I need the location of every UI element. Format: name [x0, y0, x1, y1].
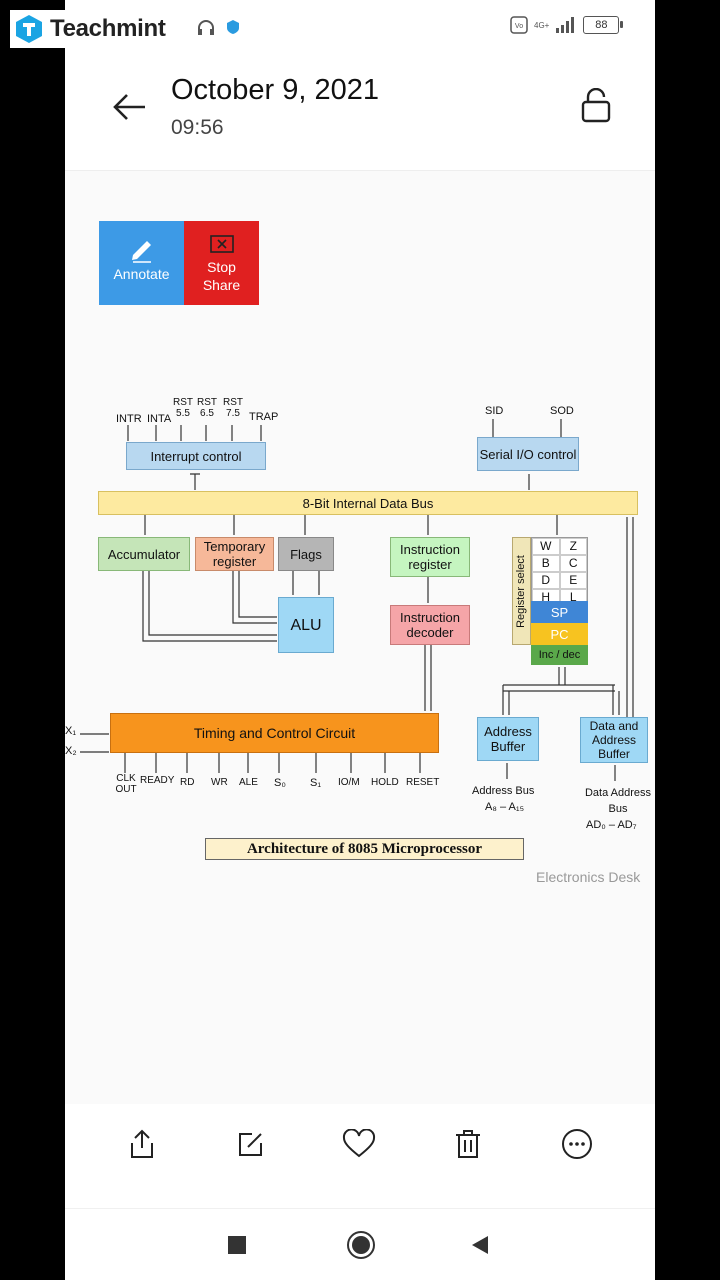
- trash-icon: [456, 1130, 480, 1158]
- data-address-buffer-block: Data and Address Buffer: [580, 717, 648, 763]
- status-left-icons: [196, 18, 240, 36]
- edit-icon: [239, 1133, 262, 1156]
- inta-label: INTA: [147, 413, 172, 425]
- incdec-register: Inc / dec: [531, 645, 588, 665]
- signal-ready: READY: [140, 775, 175, 786]
- address-bus-label: Address Bus: [472, 785, 535, 797]
- pencil-icon: [131, 241, 151, 263]
- signal-hold: HOLD: [371, 777, 399, 788]
- sp-register: SP: [531, 601, 588, 623]
- signal-ale: ALE: [239, 777, 258, 788]
- flags-block: Flags: [278, 537, 334, 571]
- headphones-icon: [198, 20, 214, 35]
- sod-label: SOD: [550, 405, 574, 417]
- data-address-bus-range: AD₀ – AD₇: [586, 819, 637, 831]
- data-address-bus-label: Data Address Bus: [584, 787, 652, 815]
- address-buffer-block: Address Buffer: [477, 717, 539, 761]
- temporary-register-block: Temporary register: [195, 537, 274, 571]
- architecture-diagram: INTR INTA RST 5.5 RST 6.5 RST 7.5 TRAP S…: [65, 395, 655, 895]
- brand-name: Teachmint: [50, 15, 166, 42]
- signal-wr: WR: [211, 777, 228, 788]
- diagram-connectors: [80, 419, 634, 781]
- register-e: E: [559, 572, 587, 589]
- signal-io-m: IO/M: [338, 777, 360, 788]
- x2-label: X₂: [65, 745, 77, 757]
- signal-s0: S₀: [274, 777, 286, 789]
- photo-date: October 9, 2021: [171, 74, 379, 106]
- back-triangle-icon[interactable]: [470, 1235, 490, 1255]
- share-button[interactable]: [122, 1124, 162, 1164]
- internal-data-bus: 8-Bit Internal Data Bus: [98, 491, 638, 515]
- register-select-label: Register select: [515, 554, 528, 628]
- diagram-caption: Architecture of 8085 Microprocessor: [205, 838, 524, 860]
- interrupt-control-block: Interrupt control: [126, 442, 266, 470]
- sid-label: SID: [485, 405, 504, 417]
- signal-s1: S₁: [310, 777, 322, 789]
- annotate-label: Annotate: [113, 266, 170, 282]
- rst75-label: RST 7.5: [223, 397, 243, 419]
- home-circle-icon[interactable]: [346, 1230, 376, 1260]
- share-icon: [131, 1129, 153, 1158]
- signal-reset: RESET: [406, 777, 440, 788]
- watermark: Electronics Desk: [536, 869, 641, 885]
- signal-icon: [556, 17, 575, 33]
- volte-icon: Vo: [510, 16, 528, 34]
- teachmint-logo-icon: [16, 15, 42, 43]
- pc-register: PC: [531, 623, 588, 645]
- teachmint-badge: Teachmint: [10, 10, 192, 48]
- register-z: Z: [559, 538, 587, 555]
- register-w: W: [532, 538, 560, 555]
- address-bus-range: A₈ – A₁₅: [485, 801, 524, 813]
- register-grid: W Z B C D E H L: [531, 537, 588, 606]
- network-type: 4G+: [534, 20, 550, 30]
- instruction-decoder-block: Instruction decoder: [390, 605, 470, 645]
- unlock-icon[interactable]: [580, 88, 612, 124]
- register-c: C: [559, 555, 587, 572]
- more-button[interactable]: [557, 1124, 597, 1164]
- photo-time: 09:56: [171, 116, 224, 139]
- serial-io-block: Serial I/O control: [477, 437, 579, 471]
- instruction-register-block: Instruction register: [390, 537, 470, 577]
- phone-screen: Vo 4G+ 88 October 9, 2021 09:56 Annotate…: [65, 0, 655, 1280]
- favorite-button[interactable]: [339, 1124, 379, 1164]
- x1-label: X₁: [65, 725, 77, 737]
- signal-clk-out: CLK OUT: [115, 773, 137, 795]
- stop-share-icon: [209, 235, 234, 253]
- trap-label: TRAP: [249, 411, 279, 423]
- timing-control-block: Timing and Control Circuit: [110, 713, 439, 753]
- header-divider: [65, 170, 655, 171]
- recents-square-icon[interactable]: [228, 1236, 246, 1254]
- heart-icon: [342, 1129, 376, 1158]
- annotate-button[interactable]: Annotate: [99, 221, 184, 305]
- stop-share-button[interactable]: Stop Share: [184, 221, 259, 305]
- register-select-block: Register select: [512, 537, 531, 645]
- stop-share-label: Stop Share: [202, 259, 241, 293]
- rst55-label: RST 5.5: [173, 397, 193, 419]
- alu-block: ALU: [278, 597, 334, 653]
- accumulator-block: Accumulator: [98, 537, 190, 571]
- battery-level: 88: [595, 19, 608, 31]
- rst65-label: RST 6.5: [197, 397, 217, 419]
- signal-rd: RD: [180, 777, 195, 788]
- intr-label: INTR: [116, 413, 142, 425]
- more-icon: [562, 1129, 592, 1159]
- battery-indicator: 88: [583, 16, 624, 34]
- status-right: Vo 4G+ 88: [510, 16, 624, 34]
- delete-button[interactable]: [448, 1124, 488, 1164]
- shield-app-icon: [227, 20, 239, 34]
- svg-text:Vo: Vo: [515, 23, 523, 30]
- back-arrow-icon[interactable]: [111, 92, 147, 122]
- register-d: D: [532, 572, 560, 589]
- register-b: B: [532, 555, 560, 572]
- edit-button[interactable]: [231, 1124, 271, 1164]
